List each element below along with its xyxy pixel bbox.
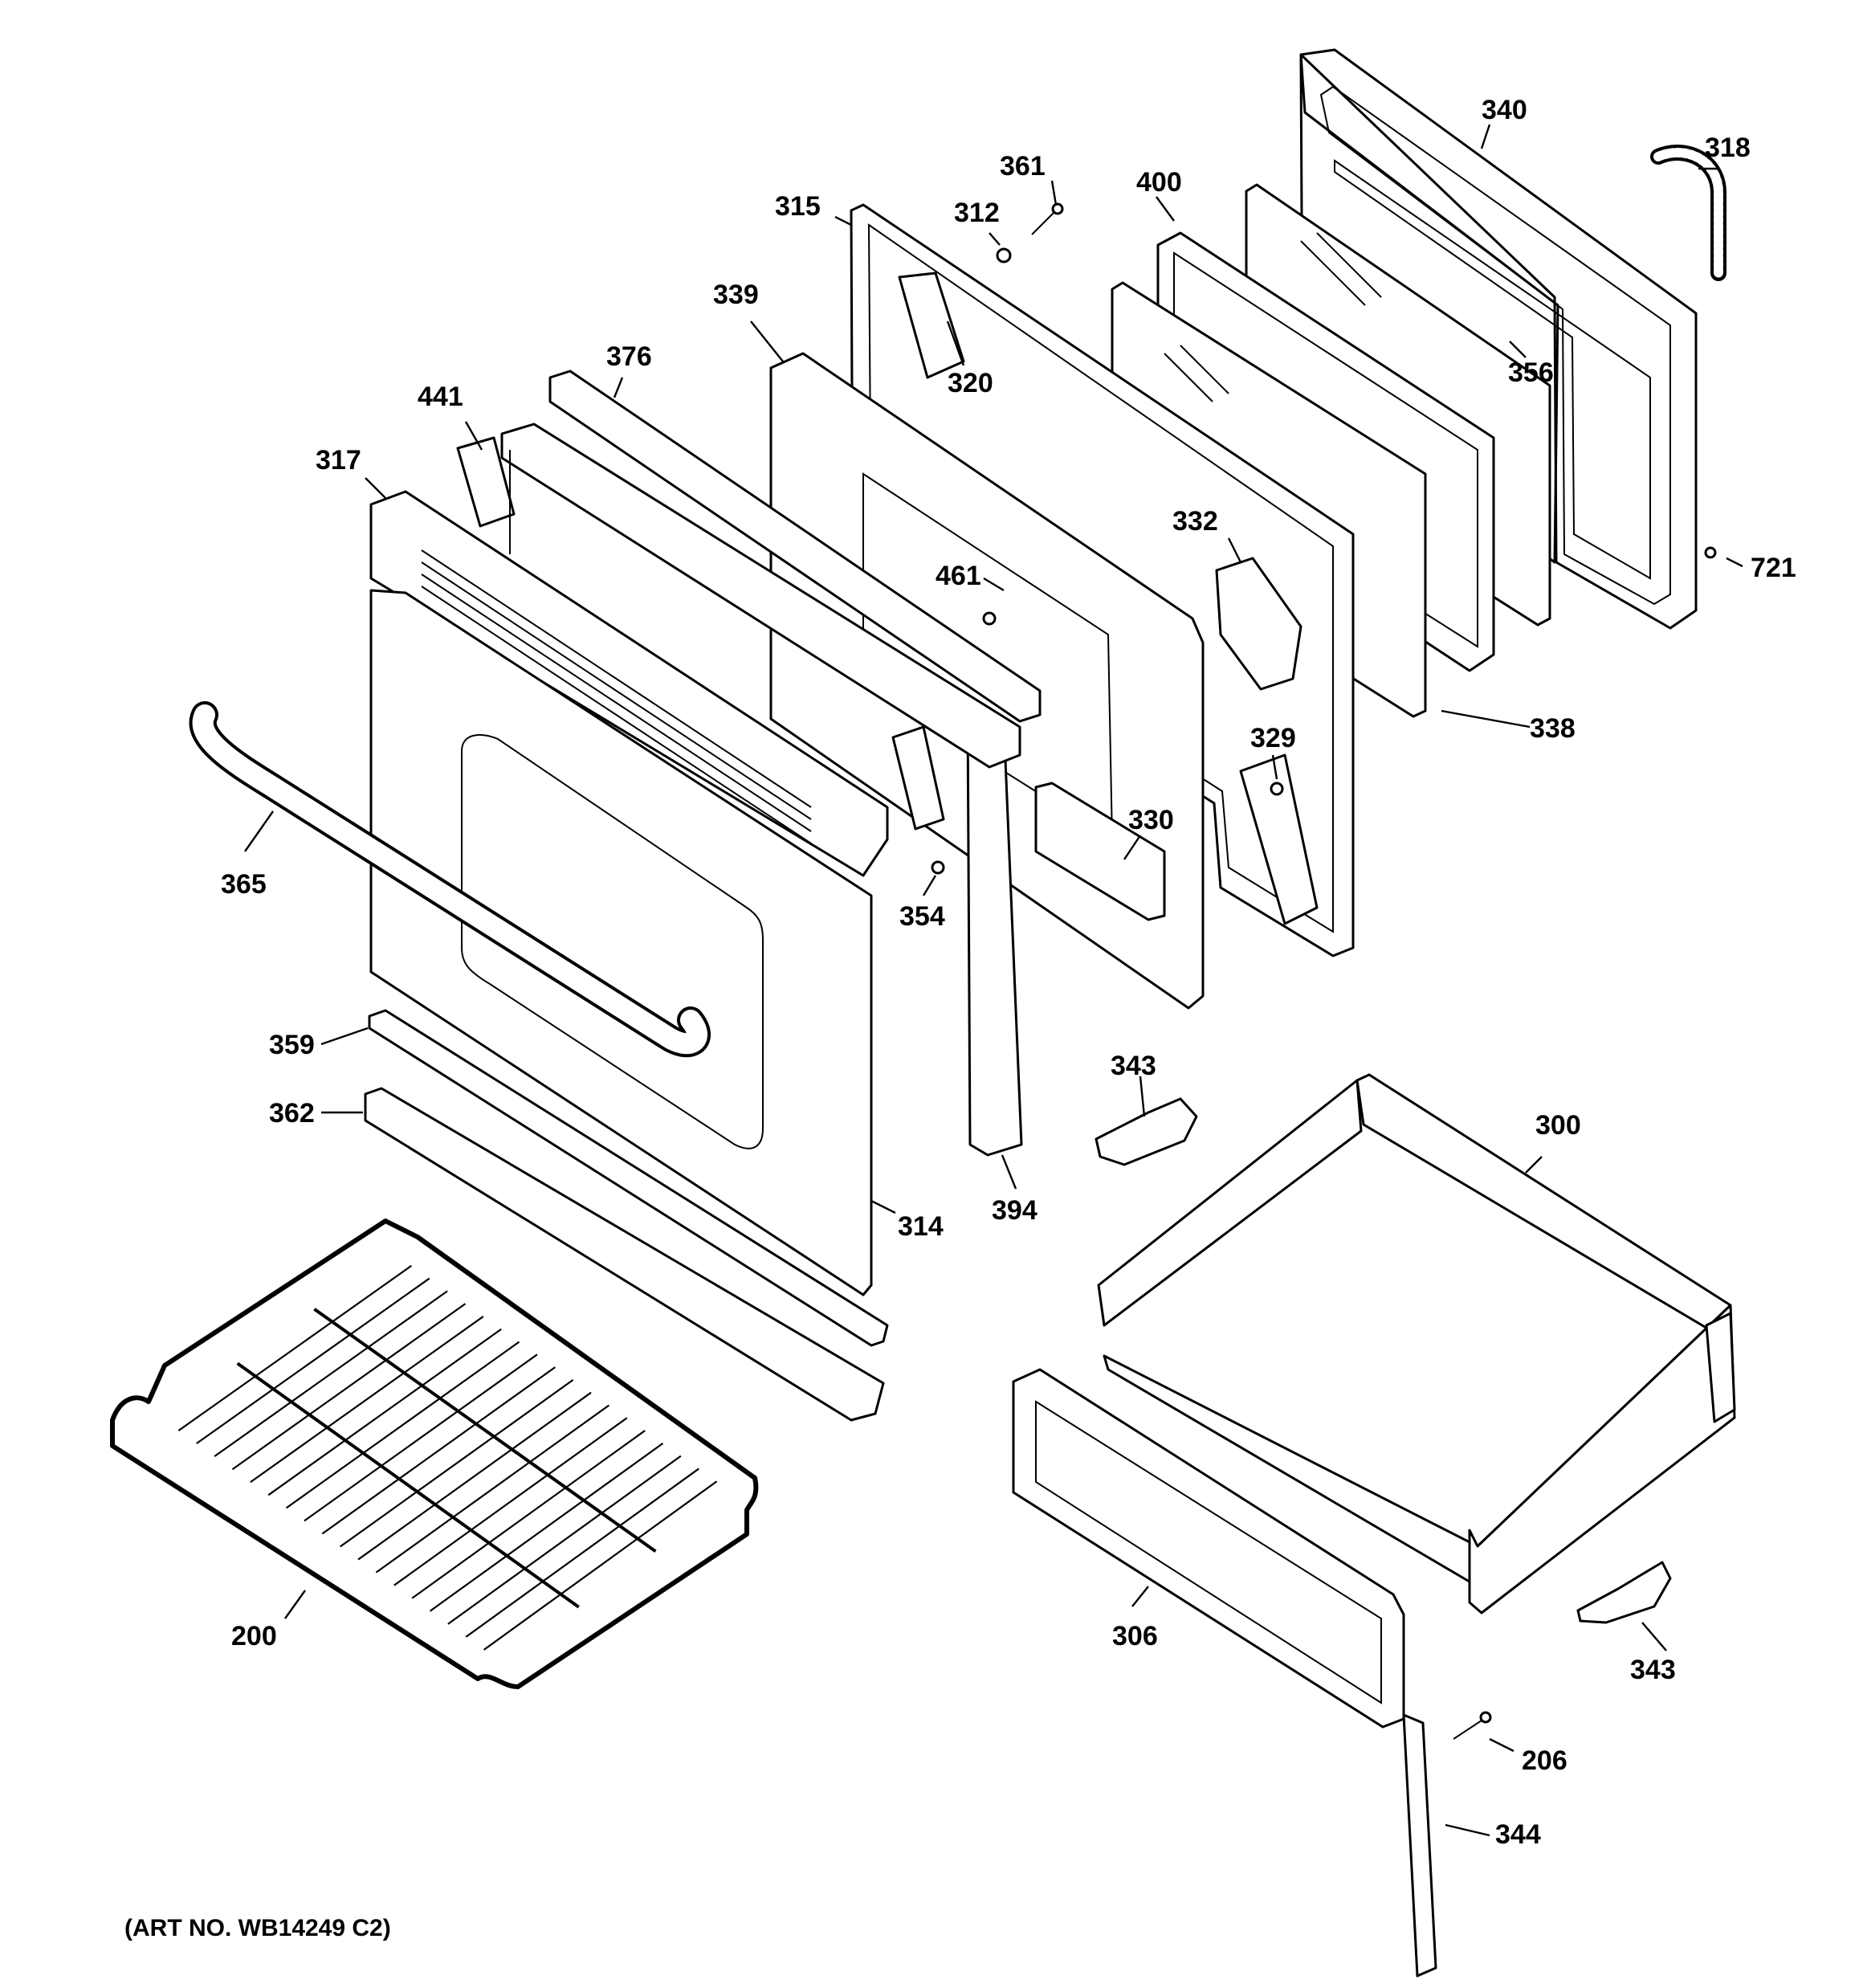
leader-lines [244,124,1743,1837]
part-300-drawer-body [1097,1073,1736,1614]
part-330-panel-strip [1034,782,1166,921]
part-door-wrap-frame [500,423,1021,769]
part-343-slide-bracket-left [1095,1097,1198,1166]
rack-wire [393,1417,628,1586]
part-314-outer-door-panel [369,589,873,1296]
part-312-washer [996,247,1012,263]
rack-wire [304,1353,538,1522]
callout-343-upper: 343 [1111,1051,1156,1081]
callout-206: 206 [1522,1745,1567,1776]
callout-721: 721 [1751,553,1796,583]
part-317-vent-trim [369,490,889,877]
rack-wire [465,1468,699,1638]
callout-441: 441 [418,382,463,412]
callout-400: 400 [1136,167,1182,198]
callout-461: 461 [936,561,981,591]
part-365-handle [189,701,711,1058]
callout-365: 365 [221,869,267,900]
part-376-top-channel [548,369,1042,723]
callout-339: 339 [713,280,759,310]
art-number: (ART NO. WB14249 C2) [124,1915,391,1941]
rack-wire [447,1455,682,1625]
callout-362: 362 [269,1098,315,1129]
rack-wire [250,1316,484,1484]
callout-394: 394 [992,1195,1037,1226]
callout-376: 376 [606,341,652,372]
callout-356: 356 [1508,357,1554,388]
callout-329: 329 [1250,723,1296,753]
callout-labels: 340 318 361 312 315 400 339 376 320 356 … [221,95,1796,1850]
callout-340: 340 [1482,95,1527,125]
part-461-screw [982,611,997,626]
callout-344: 344 [1495,1819,1541,1850]
rack-wire [285,1341,520,1509]
rack-wire [321,1366,556,1535]
callout-300: 300 [1535,1110,1581,1141]
rack-wire [267,1328,502,1496]
part-441-hinge [456,436,945,831]
callout-338: 338 [1530,713,1576,744]
callout-312: 312 [954,198,1000,228]
rack-wire [411,1430,646,1599]
rack-crossbar [313,1308,657,1553]
part-354-screw [931,860,945,875]
part-344-drawer-rail [1402,1713,1437,1978]
callout-314: 314 [898,1211,944,1242]
callout-306: 306 [1112,1621,1158,1651]
part-200-oven-rack [110,1219,759,1689]
rack-wire [429,1442,664,1612]
callout-318: 318 [1705,133,1751,163]
callout-361: 361 [1000,151,1046,182]
part-318-gasket [1650,145,1726,281]
rack-wire [357,1391,592,1561]
rack-wire [231,1303,467,1471]
callout-200: 200 [231,1621,277,1651]
callout-330: 330 [1128,805,1174,835]
part-306-drawer-front [1012,1368,1405,1729]
part-329-nut [1270,782,1284,796]
callout-315: 315 [775,191,821,222]
rack-crossbar [236,1361,580,1609]
callout-354: 354 [899,901,945,932]
callout-320: 320 [948,368,993,398]
part-361-screw [1031,202,1064,235]
callout-317: 317 [316,445,361,476]
part-332-insulation [1215,557,1302,691]
rack-wire [214,1290,448,1458]
part-343-slide-bracket-right [1576,1561,1672,1624]
rack-wire [177,1264,413,1431]
rack-wire [375,1404,610,1574]
part-359-bottom-rail [368,1009,889,1347]
part-362-kick-panel [364,1087,885,1422]
rack-wire [483,1480,718,1651]
callout-343-lower: 343 [1630,1655,1676,1685]
part-721-screw [1704,546,1717,559]
rack-wire [340,1379,574,1548]
callout-359: 359 [269,1030,315,1060]
rack-wire [196,1277,430,1445]
callout-332: 332 [1172,506,1218,537]
part-206-screw [1453,1711,1492,1740]
